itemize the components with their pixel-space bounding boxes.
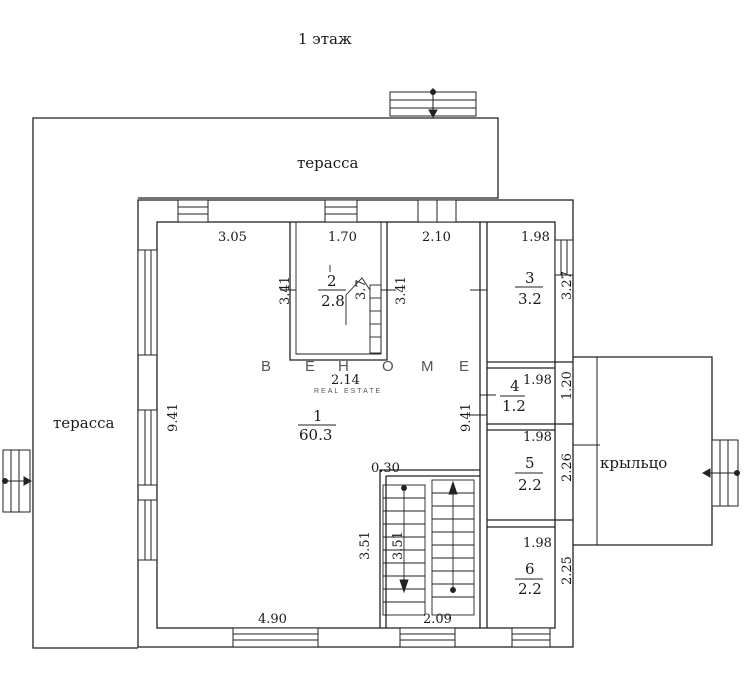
dim-room6-top: 1.98 [523, 536, 552, 551]
svg-text:2.8: 2.8 [321, 292, 345, 310]
dim-top-room3: 1.98 [521, 230, 550, 245]
dim-bottom-right: 2.09 [423, 612, 452, 627]
porch-label: крыльцо [600, 454, 667, 472]
dim-room4-right: 1.20 [560, 371, 575, 400]
svg-text:1: 1 [313, 407, 323, 425]
dim-stair-inner: 3.51 [391, 531, 406, 560]
dim-room5-top: 1.98 [523, 430, 552, 445]
dim-top-room2: 1.70 [328, 230, 357, 245]
floor-title: 1 этаж [298, 30, 352, 48]
dim-room2-right: 3.41 [394, 276, 409, 305]
dim-stair-top: 0.30 [371, 461, 400, 476]
room-3-label: 3 3.2 [515, 269, 543, 308]
svg-text:REAL ESTATE: REAL ESTATE [314, 388, 382, 395]
terrace-left-label: терасса [53, 414, 115, 432]
dim-room2-stair: 3.7 [354, 279, 369, 300]
dim-room4-top: 1.98 [523, 373, 552, 388]
entrance-steps [2, 88, 740, 513]
svg-text:E: E [305, 358, 317, 375]
dim-room2-left: 3.41 [278, 276, 293, 305]
windows [137, 199, 574, 648]
porch-outline [573, 356, 713, 546]
svg-text:2.2: 2.2 [518, 476, 542, 494]
room-1-label: 1 60.3 [298, 407, 336, 444]
svg-text:3: 3 [525, 269, 535, 287]
dim-room5-right: 2.26 [560, 453, 575, 482]
dim-top-mid: 2.10 [422, 230, 451, 245]
dim-main-right: 9.41 [459, 403, 474, 432]
svg-text:4: 4 [510, 377, 520, 395]
svg-text:2: 2 [327, 272, 337, 290]
svg-text:M: M [421, 358, 436, 375]
room-4-label: 4 1.2 [500, 377, 526, 415]
dim-room6-right: 2.25 [560, 556, 575, 585]
svg-text:3.2: 3.2 [518, 290, 542, 308]
dim-stair-left: 3.51 [358, 531, 373, 560]
dimension-ticks [280, 289, 600, 446]
room-6-label: 6 2.2 [515, 560, 543, 598]
stair-walls [379, 469, 480, 628]
svg-text:6: 6 [525, 560, 535, 578]
dim-main-left: 9.41 [166, 403, 181, 432]
svg-text:H: H [338, 358, 351, 375]
watermark: B E H O M E REAL ESTATE [261, 358, 471, 395]
svg-text:1.2: 1.2 [502, 397, 526, 415]
svg-text:5: 5 [525, 454, 535, 472]
terrace-top-label: терасса [297, 154, 359, 172]
svg-text:O: O [382, 358, 396, 375]
terrace-outline [32, 117, 499, 649]
dim-room2-bottom: 2.14 [331, 373, 360, 388]
svg-text:E: E [459, 358, 471, 375]
stairs [329, 265, 475, 616]
svg-text:60.3: 60.3 [299, 426, 332, 444]
svg-text:2.2: 2.2 [518, 580, 542, 598]
dim-top-left: 3.05 [218, 230, 247, 245]
room-2-label: 2 2.8 [318, 272, 346, 310]
room-2-walls [289, 222, 388, 361]
svg-text:B: B [261, 358, 273, 375]
dim-room3-right: 3.27 [560, 271, 575, 300]
room-5-label: 5 2.2 [515, 454, 543, 494]
dim-bottom-left: 4.90 [258, 612, 287, 627]
